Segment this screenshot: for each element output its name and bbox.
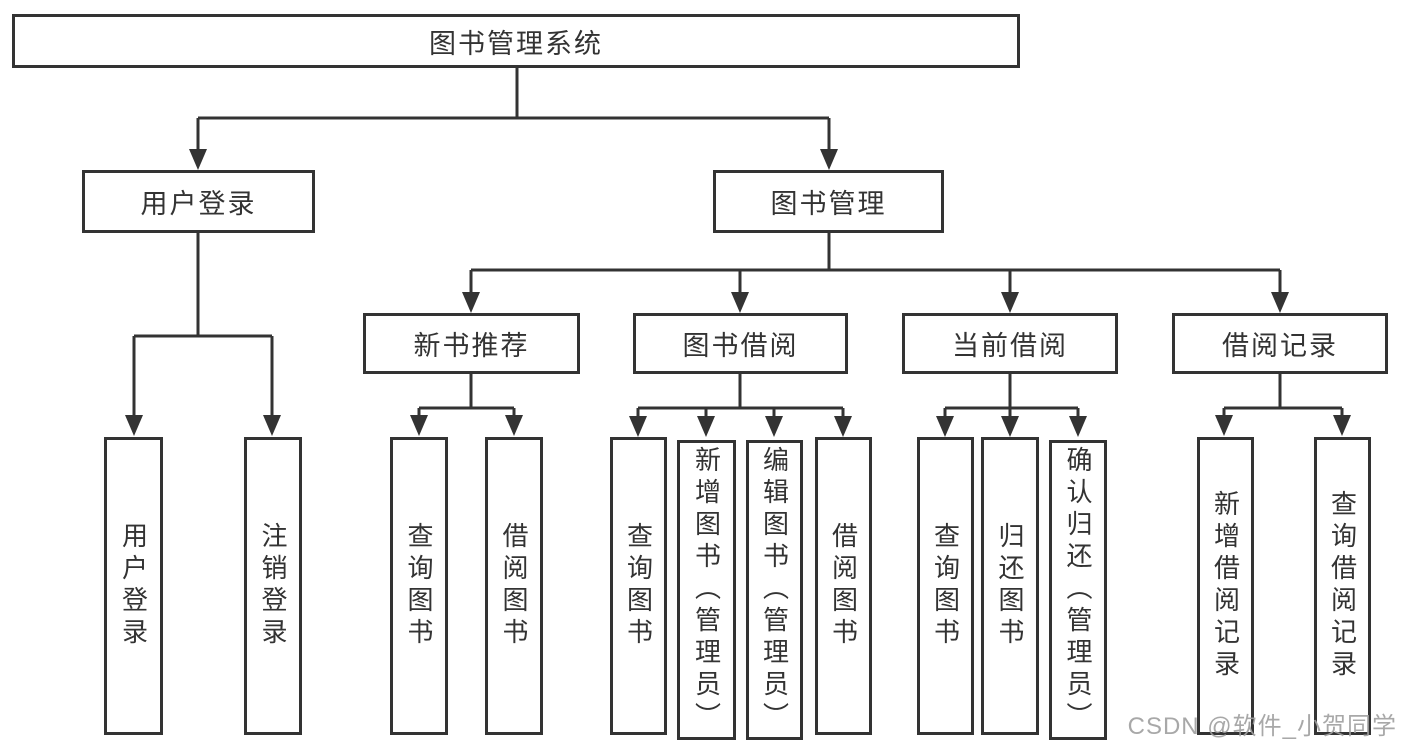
leaf-label: 查询图书 (404, 522, 434, 650)
leaf-label: 归还图书 (995, 522, 1025, 650)
leaf-add-borrow-record: 新增借阅记录 (1197, 437, 1254, 735)
leaf-label: 编辑图书（管理员） (759, 446, 790, 734)
leaf-label: 注销登录 (258, 522, 288, 650)
node-new-book-recommend: 新书推荐 (363, 313, 580, 374)
watermark: CSDN @软件_小贺同学 (1127, 713, 1397, 740)
node-label: 当前借阅 (952, 331, 1068, 361)
leaf-label: 确认归还（管理员） (1063, 446, 1093, 734)
leaf-user-login: 用户登录 (104, 437, 163, 735)
node-root-label: 图书管理系统 (429, 28, 603, 59)
leaf-label: 查询借阅记录 (1327, 490, 1358, 682)
node-label: 借阅记录 (1222, 331, 1338, 361)
leaf-label: 查询图书 (930, 522, 961, 650)
node-label: 图书借阅 (682, 331, 799, 361)
node-label: 图书管理 (770, 189, 887, 219)
node-book-borrowing: 图书借阅 (633, 313, 848, 374)
leaf-confirm-return-admin: 确认归还（管理员） (1049, 440, 1107, 740)
leaf-label: 用户登录 (118, 522, 149, 650)
leaf-add-book-admin: 新增图书（管理员） (677, 440, 736, 740)
leaf-query-books-current: 查询图书 (917, 437, 974, 735)
node-root-system: 图书管理系统 (12, 14, 1020, 68)
node-label: 新书推荐 (413, 331, 530, 361)
leaf-query-books-borrowing: 查询图书 (610, 437, 667, 735)
node-current-borrowing: 当前借阅 (902, 313, 1118, 374)
node-label: 用户登录 (140, 189, 257, 219)
leaf-label: 查询图书 (623, 522, 654, 650)
leaf-query-books-recommend: 查询图书 (390, 437, 448, 735)
leaf-label: 借阅图书 (828, 522, 859, 650)
leaf-label: 新增借阅记录 (1210, 490, 1241, 682)
leaf-query-borrow-record: 查询借阅记录 (1314, 437, 1371, 735)
leaf-edit-book-admin: 编辑图书（管理员） (746, 440, 803, 740)
leaf-borrow-books-recommend: 借阅图书 (485, 437, 543, 735)
leaf-label: 借阅图书 (499, 522, 529, 650)
leaf-label: 新增图书（管理员） (691, 446, 722, 734)
leaf-borrow-books-borrowing: 借阅图书 (815, 437, 872, 735)
leaf-logout: 注销登录 (244, 437, 302, 735)
node-user-login-group: 用户登录 (82, 170, 315, 233)
node-borrowing-records: 借阅记录 (1172, 313, 1388, 374)
leaf-return-book: 归还图书 (981, 437, 1039, 735)
node-book-management: 图书管理 (713, 170, 944, 233)
